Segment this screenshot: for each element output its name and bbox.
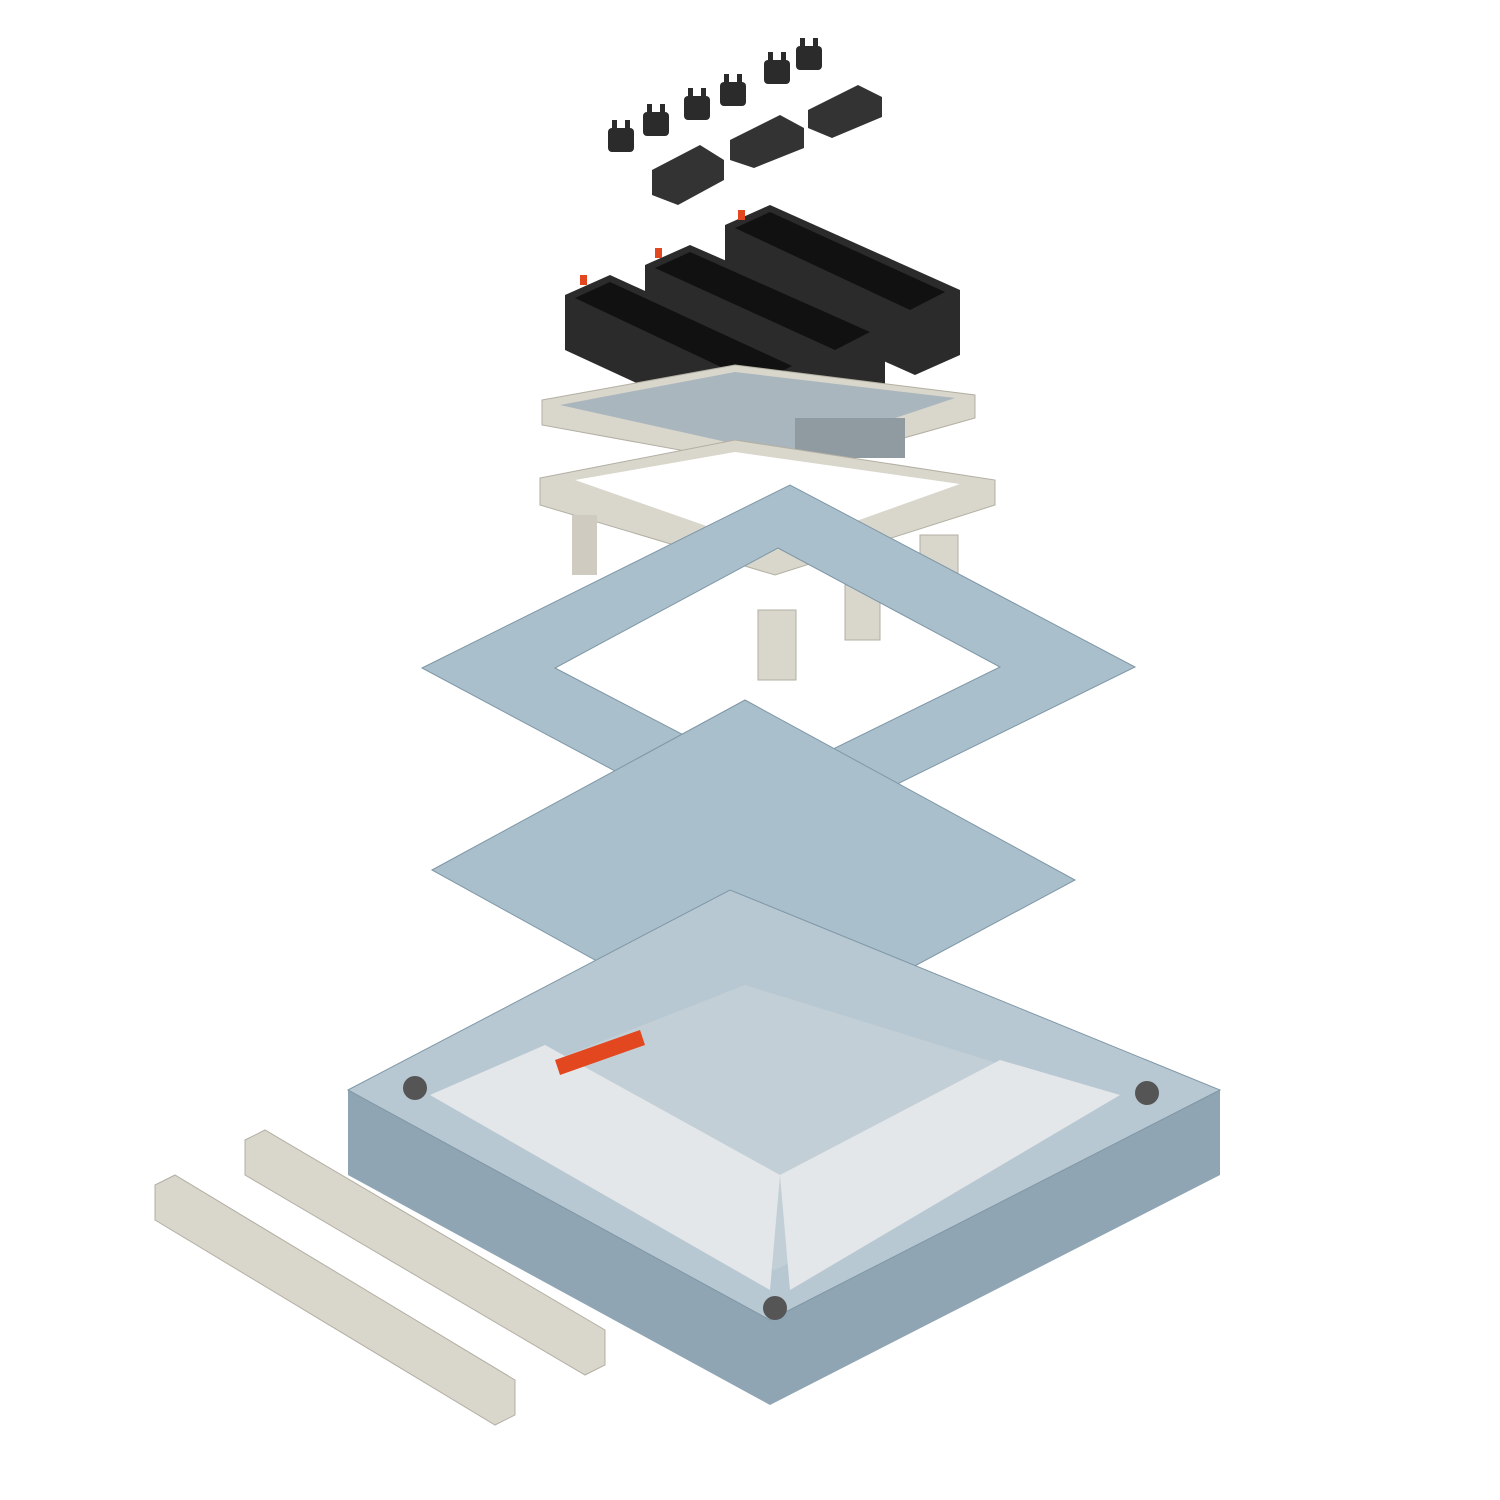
screw-icon (1135, 1081, 1159, 1105)
clip-icon (764, 52, 790, 84)
clip-icon (643, 104, 669, 136)
mounting-rails (154, 1129, 606, 1426)
clip-icon (608, 120, 634, 152)
clip-icon (720, 74, 746, 106)
clip-icon (796, 38, 822, 70)
cover-tray (541, 364, 976, 471)
screw-icon (403, 1076, 427, 1100)
module (645, 245, 885, 405)
clip-accessories (608, 38, 822, 152)
module (725, 205, 960, 375)
screw-icon (763, 1296, 787, 1320)
cover-blanks (652, 85, 882, 205)
floor-box-base (346, 889, 1222, 1405)
clip-icon (684, 88, 710, 120)
